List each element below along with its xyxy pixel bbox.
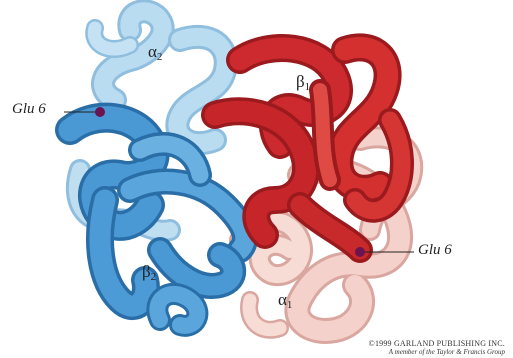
alpha1-label: α1 xyxy=(278,290,292,311)
alpha2-label: α2 xyxy=(148,42,162,63)
glu-right-marker xyxy=(355,247,365,257)
beta1-label: β1 xyxy=(296,72,310,93)
glu6-right-label: Glu 6 xyxy=(418,242,452,259)
copyright-notice: ©1999 GARLAND PUBLISHING INC. A member o… xyxy=(369,339,505,356)
copyright-line-2: A member of the Taylor & Francis Group xyxy=(369,348,505,356)
copyright-line-1: ©1999 GARLAND PUBLISHING INC. xyxy=(369,339,505,348)
glu-left-marker xyxy=(95,107,105,117)
glu6-left-label: Glu 6 xyxy=(12,101,46,118)
beta2-label: β2 xyxy=(142,262,156,283)
